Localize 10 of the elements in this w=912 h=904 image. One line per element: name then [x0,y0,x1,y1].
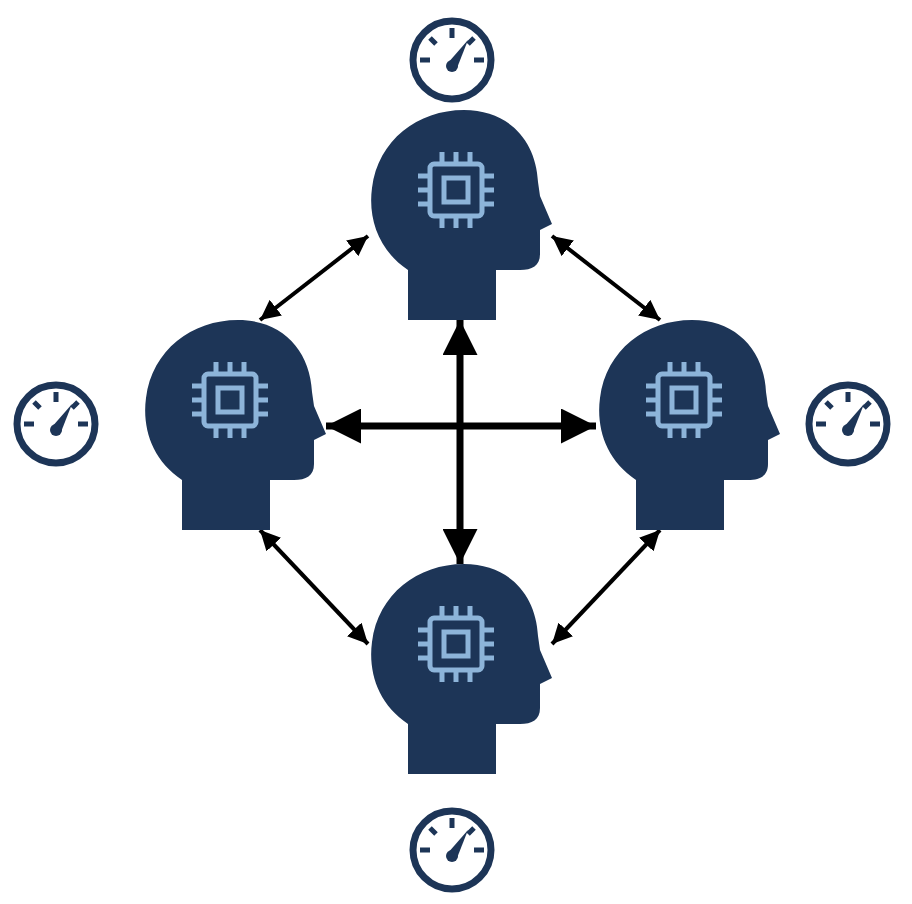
double-arrow [258,528,370,646]
head-chip-icon [368,564,552,774]
head-chip-icon [596,320,780,530]
head-chip-icon [142,320,326,530]
double-arrow [550,234,662,322]
double-arrow [326,408,596,444]
head-chip-icon [368,110,552,320]
double-arrow [258,234,370,322]
double-arrow [550,528,662,646]
double-arrow [442,320,478,564]
